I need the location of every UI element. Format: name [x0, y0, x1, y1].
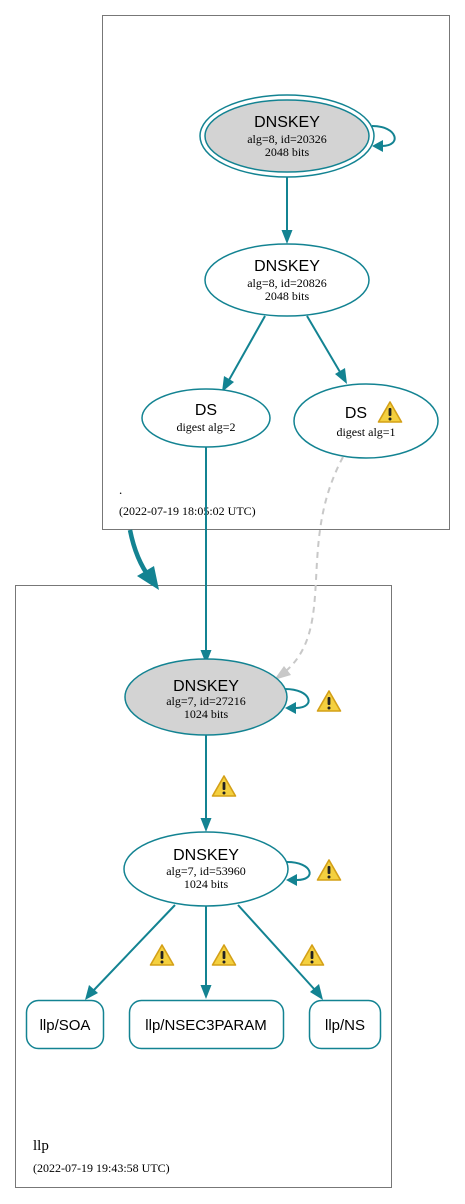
zone-root-name: . — [119, 482, 122, 497]
edge-llp-zsk-to-ns — [237, 904, 323, 1000]
rrset-nsec3param-node[interactable]: llp/NSEC3PARAM — [128, 999, 285, 1050]
warning-icon — [149, 944, 175, 966]
edge-ds1-to-llp-ksk — [274, 456, 344, 680]
llp-zsk-alg: alg=7, id=53960 — [166, 864, 246, 878]
warning-icon — [299, 944, 325, 966]
edge-root-zsk-to-ds1 — [306, 315, 347, 384]
root-ksk-title: DNSKEY — [254, 114, 320, 131]
zone-llp-timestamp: (2022-07-19 19:43:58 UTC) — [33, 1161, 170, 1175]
llp-ksk-node[interactable]: DNSKEY alg=7, id=27216 1024 bits — [124, 658, 288, 736]
llp-zsk-node[interactable]: DNSKEY alg=7, id=53960 1024 bits — [123, 831, 289, 907]
root-zsk-node[interactable]: DNSKEY alg=8, id=20826 2048 bits — [204, 243, 370, 317]
rrset-soa-label: llp/SOA — [40, 1017, 91, 1034]
llp-ksk-title: DNSKEY — [173, 678, 239, 695]
llp-ksk-alg: alg=7, id=27216 — [166, 694, 246, 708]
root-zsk-bits: 2048 bits — [265, 289, 310, 303]
edge-llp-zsk-to-soa — [85, 904, 176, 1000]
ds-digest2-alg: digest alg=2 — [176, 420, 235, 434]
ds-digest1-title: DS — [345, 405, 367, 422]
rrset-ns-node[interactable]: llp/NS — [308, 999, 382, 1050]
edge-llp-zsk-to-nsec3param — [200, 906, 212, 999]
rrset-ns-label: llp/NS — [325, 1017, 365, 1034]
root-zsk-title: DNSKEY — [254, 258, 320, 275]
edge-llp-ksk-to-zsk — [200, 735, 212, 832]
rrset-nsec3param-label: llp/NSEC3PARAM — [145, 1017, 266, 1034]
zone-root-timestamp: (2022-07-19 18:05:02 UTC) — [119, 504, 256, 518]
warning-icon — [316, 690, 342, 712]
root-ksk-alg: alg=8, id=20326 — [247, 132, 327, 146]
ds-digest2-title: DS — [195, 402, 217, 419]
edge-root-zsk-to-ds2 — [222, 315, 266, 392]
root-zsk-alg: alg=8, id=20826 — [247, 276, 327, 290]
warning-icon — [211, 775, 237, 797]
edge-ds2-to-llp-ksk — [200, 447, 212, 664]
llp-ksk-self-loop — [284, 688, 310, 714]
ds-digest2-node[interactable]: DS digest alg=2 — [141, 388, 271, 448]
llp-ksk-bits: 1024 bits — [184, 707, 229, 721]
llp-zsk-title: DNSKEY — [173, 847, 239, 864]
delegation-arrow — [127, 529, 159, 590]
warning-icon — [211, 944, 237, 966]
zone-root-box — [102, 15, 450, 530]
zone-llp-name: llp — [33, 1138, 49, 1154]
root-ksk-bits: 2048 bits — [265, 145, 310, 159]
rrset-soa-node[interactable]: llp/SOA — [25, 999, 105, 1050]
warning-icon — [316, 859, 342, 881]
llp-zsk-self-loop — [286, 861, 311, 886]
root-ksk-self-loop — [371, 125, 396, 152]
root-ksk-node[interactable]: DNSKEY alg=8, id=20326 2048 bits — [199, 94, 375, 178]
ds-digest1-node[interactable]: DS digest alg=1 — [293, 383, 439, 459]
llp-zsk-bits: 1024 bits — [184, 877, 229, 891]
ds-digest1-alg: digest alg=1 — [336, 425, 395, 439]
edge-root-ksk-to-zsk — [281, 177, 293, 244]
zone-llp-box — [15, 585, 392, 1188]
